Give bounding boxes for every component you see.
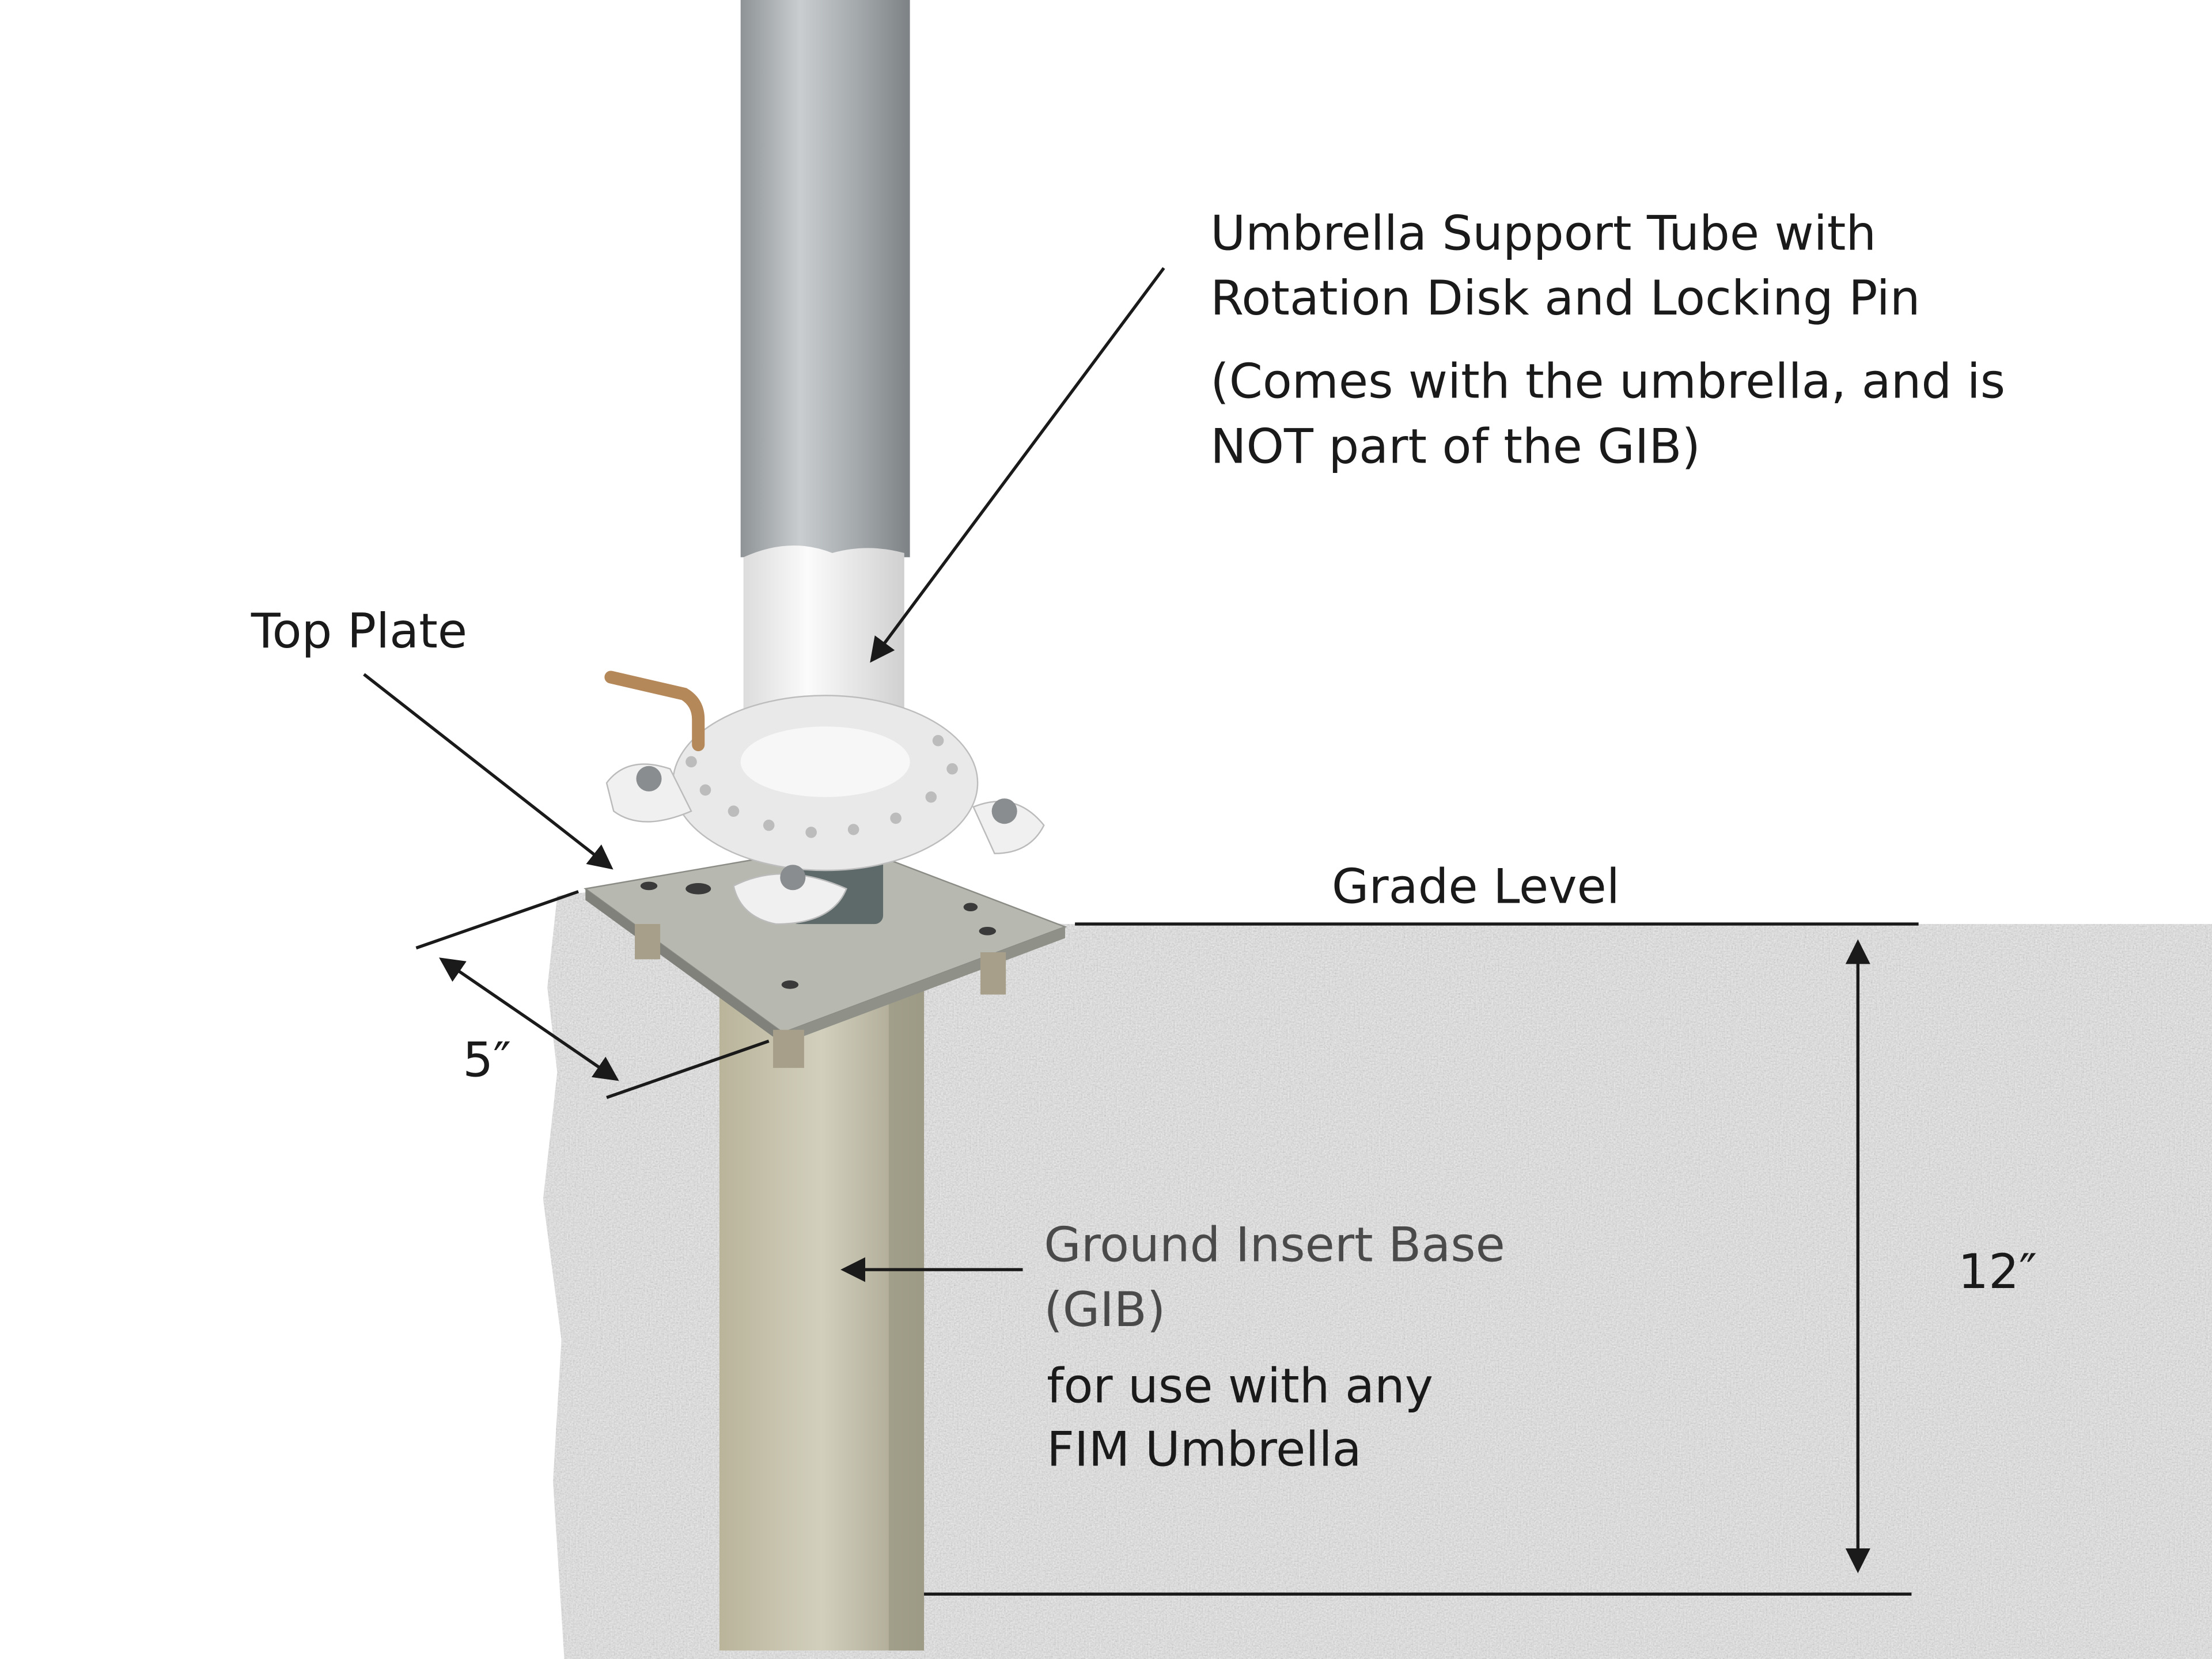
width-extension-line <box>606 1039 770 1099</box>
tube-label-line1: Umbrella Support Tube with <box>1210 205 1876 261</box>
ground-area <box>543 891 2212 1659</box>
gib-label-line2: (GIB) <box>1044 1282 1165 1338</box>
width-dimension-label: 5″ <box>463 1032 511 1088</box>
width-extension-line <box>415 890 579 950</box>
tube-label-line2: Rotation Disk and Locking Pin <box>1210 270 1920 326</box>
top-plate <box>584 843 1067 1068</box>
rotation-disk <box>605 695 1045 925</box>
gib-use-line2: FIM Umbrella <box>1047 1421 1362 1477</box>
tube-note-line1: (Comes with the umbrella, and is <box>1210 354 2005 410</box>
grade-level-label: Grade Level <box>1332 858 1620 914</box>
dimension-lines <box>363 267 1919 1596</box>
ground-insert-base <box>719 987 925 1651</box>
gib-use-line1: for use with any <box>1047 1358 1433 1414</box>
locking-pin <box>604 671 705 752</box>
tube-callout-arrow <box>870 267 1165 663</box>
gib-label-line1: Ground Insert Base <box>1044 1217 1505 1272</box>
top-plate-label: Top Plate <box>251 603 467 659</box>
tube-note-line2: NOT part of the GIB) <box>1210 418 1700 474</box>
top-plate-callout-arrow <box>363 673 613 870</box>
width-dimension-arrow <box>439 957 619 1081</box>
depth-dimension-label: 12″ <box>1958 1244 2037 1300</box>
